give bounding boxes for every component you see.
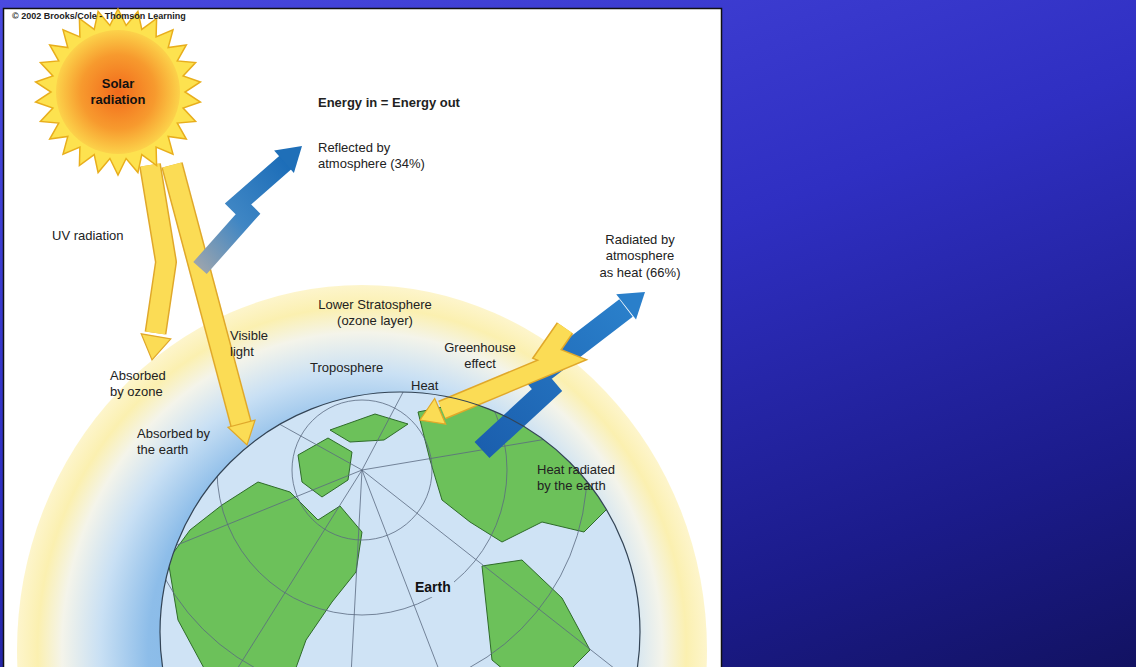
earth-label: Earth [412, 578, 454, 597]
meridian-line [340, 470, 362, 667]
uv-shaft-outline [150, 165, 166, 333]
uv-shaft [150, 165, 166, 333]
arrow-head [616, 292, 645, 319]
reflected-label: Reflected by atmosphere (34%) [318, 140, 430, 173]
continents [168, 400, 616, 667]
radiated-label: Radiated by atmosphere as heat (66%) [598, 232, 682, 281]
atmosphere-dome [17, 285, 707, 667]
meridian-line [140, 470, 362, 560]
absorbed-label: Absorbed by ozone [110, 368, 176, 401]
layer-label: Lower Stratosphere (ozone layer) [300, 297, 450, 330]
sun-rays [36, 9, 201, 175]
arrow-shaft [200, 162, 286, 268]
meridian-line [362, 360, 420, 470]
globe-outline [160, 392, 640, 667]
globe-border [160, 392, 640, 667]
arrow-head [420, 398, 446, 424]
heat-label: Heat [411, 378, 451, 394]
sun-node: Solar radiation [33, 7, 203, 177]
sun-core [56, 30, 180, 154]
ocean [160, 392, 640, 667]
copyright-note: © 2002 Brooks/Cole - Thomson Learning [12, 11, 332, 22]
meridian-line [180, 470, 362, 667]
greenhouse-label: Greenhouse effect [430, 340, 530, 373]
layer-label: Troposphere [310, 360, 410, 376]
visible-label: Visible light [230, 328, 282, 361]
globe-node: Earth [160, 392, 640, 667]
heat-radiated-label: Heat radiated by the earth [537, 462, 627, 495]
reflected-arrow [200, 146, 302, 268]
visible-arrow-head [228, 420, 255, 445]
uv-arrow-head [141, 334, 171, 360]
arrow-head [274, 146, 302, 173]
uv-label: UV radiation [52, 228, 148, 244]
heat-out-arrow [482, 292, 645, 450]
diagram-heading: Energy in = Energy out [318, 95, 578, 111]
africa [482, 560, 590, 667]
greenhouse-arrow [420, 328, 565, 424]
sun-label: Solar radiation [73, 76, 163, 107]
meridian-line [362, 470, 680, 667]
absorbed-label: Absorbed by the earth [137, 426, 227, 459]
meridian-line [362, 470, 520, 667]
greenland [298, 438, 352, 497]
arctic-islands [330, 414, 408, 442]
